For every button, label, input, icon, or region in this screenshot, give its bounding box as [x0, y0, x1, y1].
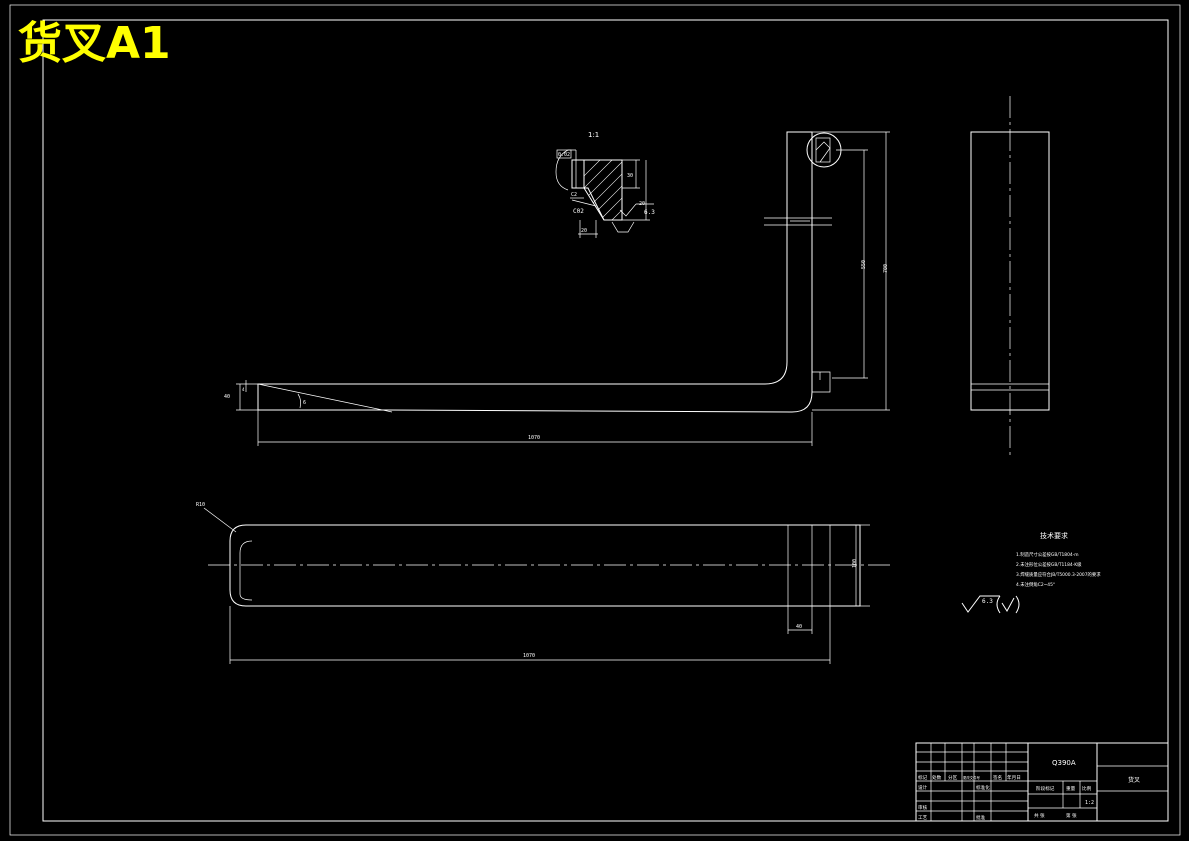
svg-text:3.焊缝质量应符合JB/T5000.3-2007的要求: 3.焊缝质量应符合JB/T5000.3-2007的要求 [1016, 571, 1101, 578]
svg-text:重量: 重量 [1066, 785, 1076, 792]
section-detail: 1:1 0.02 30 20 20 [555, 131, 655, 238]
svg-text:共 张: 共 张 [1034, 812, 1045, 819]
inner-frame [42, 19, 1169, 822]
section-label: 1:1 [588, 131, 599, 139]
scale-value: 1:2 [1085, 800, 1094, 806]
svg-text:标准化: 标准化 [976, 784, 990, 791]
tech-requirements: 技术要求 1.制造尺寸公差按GB/T1804-m 2.未注形位公差按GB/T11… [1016, 531, 1101, 588]
svg-text:标记: 标记 [918, 774, 928, 781]
svg-text:1.制造尺寸公差按GB/T1804-m: 1.制造尺寸公差按GB/T1804-m [1016, 551, 1079, 558]
svg-text:审核: 审核 [918, 804, 928, 811]
svg-text:4.未注倒角C2~45°: 4.未注倒角C2~45° [1016, 581, 1055, 588]
svg-text:年月日: 年月日 [1007, 774, 1021, 781]
chamfer-label: C02 [573, 208, 584, 215]
svg-text:分区: 分区 [948, 774, 958, 781]
material-value: Q390A [1052, 759, 1076, 767]
drawing-title: 货叉A1 [18, 18, 171, 69]
svg-text:40: 40 [796, 624, 802, 630]
plan-view: R10 100 40 1070 [196, 502, 892, 664]
svg-text:6: 6 [303, 400, 306, 406]
svg-text:30: 30 [627, 173, 633, 179]
svg-text:C2: C2 [571, 192, 577, 198]
side-view: 550 700 40 4 6 1070 [224, 131, 890, 446]
svg-text:20: 20 [581, 228, 587, 234]
title-block: 标记 处数 分区 更改文件号 签名 年月日 设计 标准化 审核 工艺 批准 阶段… [915, 742, 1169, 822]
svg-text:批准: 批准 [976, 814, 986, 821]
svg-text:100: 100 [852, 559, 858, 568]
svg-text:R10: R10 [196, 502, 205, 508]
svg-text:6.3: 6.3 [982, 598, 993, 605]
svg-text:6.3: 6.3 [644, 209, 655, 216]
svg-text:0.02: 0.02 [558, 152, 570, 158]
svg-text:比例: 比例 [1082, 785, 1092, 792]
tech-heading: 技术要求 [1040, 531, 1068, 540]
svg-text:40: 40 [224, 394, 230, 400]
svg-text:1070: 1070 [528, 435, 540, 441]
roughness-symbol: 6.3 [961, 595, 1020, 614]
svg-text:2.未注形位公差按GB/T1184-K级: 2.未注形位公差按GB/T1184-K级 [1016, 561, 1082, 568]
svg-text:550: 550 [861, 260, 867, 269]
svg-text:700: 700 [883, 264, 889, 273]
svg-text:1070: 1070 [523, 653, 535, 659]
svg-text:签名: 签名 [993, 774, 1002, 781]
svg-text:处数: 处数 [932, 774, 942, 781]
svg-text:工艺: 工艺 [918, 815, 928, 821]
svg-text:设计: 设计 [918, 784, 928, 791]
front-view [970, 96, 1050, 456]
svg-text:4: 4 [242, 387, 245, 392]
part-name: 货叉 [1128, 776, 1140, 784]
svg-text:阶段标记: 阶段标记 [1036, 785, 1055, 792]
svg-text:更改文件号: 更改文件号 [963, 775, 981, 780]
svg-text:第 张: 第 张 [1066, 812, 1077, 819]
outer-border [9, 4, 1181, 836]
